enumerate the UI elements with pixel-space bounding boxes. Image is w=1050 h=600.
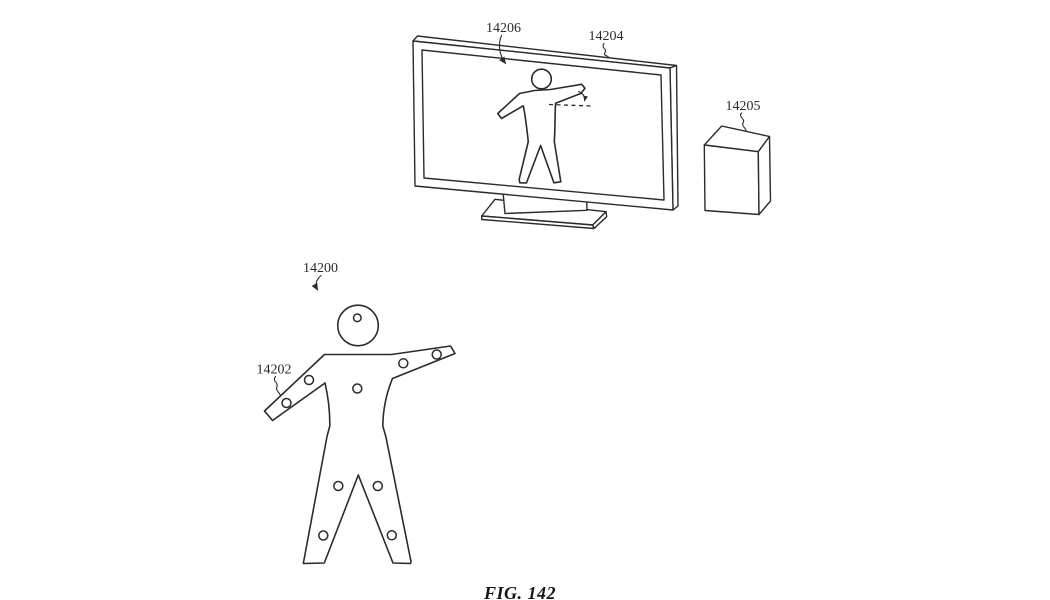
reference-labels: 14206 14204 14205 14200 14202: [257, 21, 761, 396]
motion-arrow: [577, 90, 589, 102]
onscreen-avatar-body: [497, 83, 586, 184]
user-figure-group: [263, 304, 456, 565]
tv-stand-base-right-face: [592, 210, 608, 230]
label-avatar-on-screen: 14206: [486, 21, 521, 36]
onscreen-avatar-head: [530, 68, 553, 90]
sensor-marker-chest: [352, 383, 363, 394]
sensor-marker-left-arm-inner: [303, 374, 315, 386]
onscreen-avatar-group: [497, 68, 592, 184]
label-display: 14204: [589, 29, 624, 44]
sensor-marker-right-arm-inner: [398, 358, 409, 369]
sensor-marker-right-thigh: [372, 480, 384, 492]
sensor-marker-left-shin: [318, 530, 329, 541]
leader-display: [602, 42, 610, 58]
device-box-front-face: [703, 144, 760, 216]
sensor-marker-right-shin: [386, 530, 398, 541]
label-device-box: 14205: [726, 99, 761, 114]
sensor-markers: [281, 313, 442, 541]
label-user: 14200: [303, 261, 338, 276]
device-box-group: [703, 125, 772, 216]
user-body: [263, 345, 456, 565]
label-arm-band: 14202: [257, 363, 292, 378]
sensor-marker-right-arm-outer: [431, 349, 442, 360]
leader-user: [311, 274, 322, 291]
leader-avatar-on-screen: [498, 34, 507, 65]
figure-caption: FIG. 142: [483, 583, 556, 600]
leader-arm-band: [273, 375, 281, 396]
leader-device-box: [740, 112, 747, 132]
user-head: [336, 304, 380, 347]
sensor-marker-left-arm-outer: [281, 397, 292, 409]
sensor-marker-left-thigh: [333, 480, 344, 492]
device-box-right-face: [757, 135, 772, 216]
sensor-marker-head: [352, 313, 362, 323]
